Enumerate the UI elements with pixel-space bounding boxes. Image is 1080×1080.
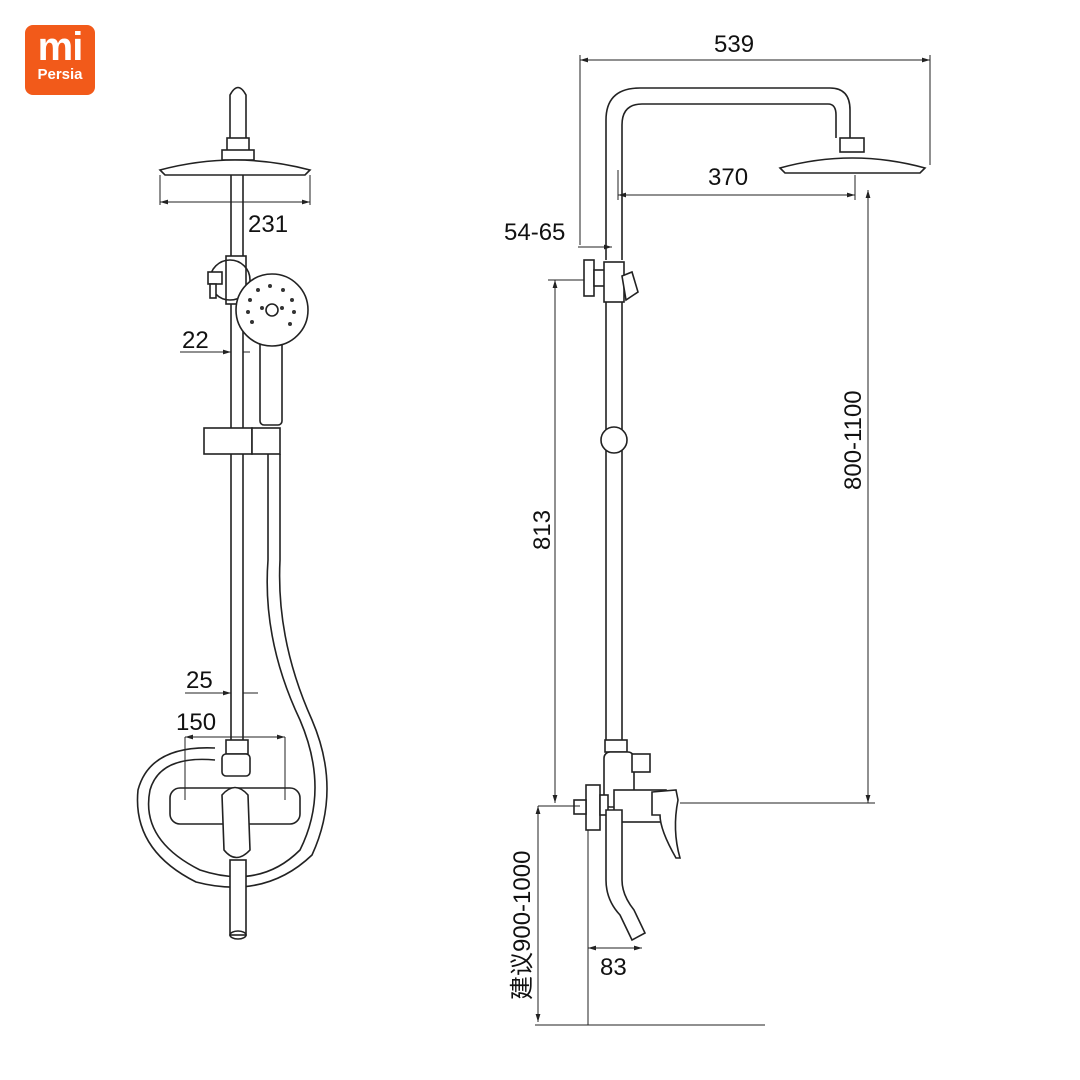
front-view: 231 22 25 150 [136, 86, 328, 940]
wall-plate-bottom [585, 784, 601, 831]
brand-logo: mi Persia [25, 25, 95, 95]
hose [147, 454, 316, 878]
logo-name: Persia [37, 66, 83, 83]
side-lever [651, 789, 682, 859]
wall-plate-top [583, 259, 595, 297]
dim-pipe-offset: 25 [186, 667, 213, 694]
dim-head-diameter: 231 [248, 211, 288, 238]
rain-head [158, 159, 312, 176]
dim-bar-height: 813 [529, 510, 556, 550]
top-riser [229, 86, 247, 140]
side-view: 539 370 54-65 813 800-1100 建议900-1000 83 [504, 31, 931, 1026]
logo-mark: mi [37, 25, 84, 69]
spout [229, 859, 247, 936]
dim-wall-offset: 54-65 [504, 219, 565, 246]
hand-shower-head [235, 273, 309, 347]
diverter [221, 753, 251, 777]
side-rain-head [778, 157, 927, 174]
mixer-lever [221, 786, 251, 859]
hand-shower-handle [259, 339, 283, 426]
dim-head-height: 800-1100 [840, 390, 867, 490]
dim-mixer-height: 建议900-1000 [509, 851, 536, 1000]
bracket [203, 427, 253, 455]
dim-hand-offset: 22 [182, 327, 209, 354]
side-spout [605, 809, 647, 942]
dim-arm-reach: 370 [708, 164, 748, 191]
dim-inlet-spacing: 150 [176, 709, 216, 736]
dim-total-width: 539 [714, 31, 754, 58]
dim-spout-reach: 83 [600, 954, 627, 981]
side-slider [600, 426, 628, 454]
